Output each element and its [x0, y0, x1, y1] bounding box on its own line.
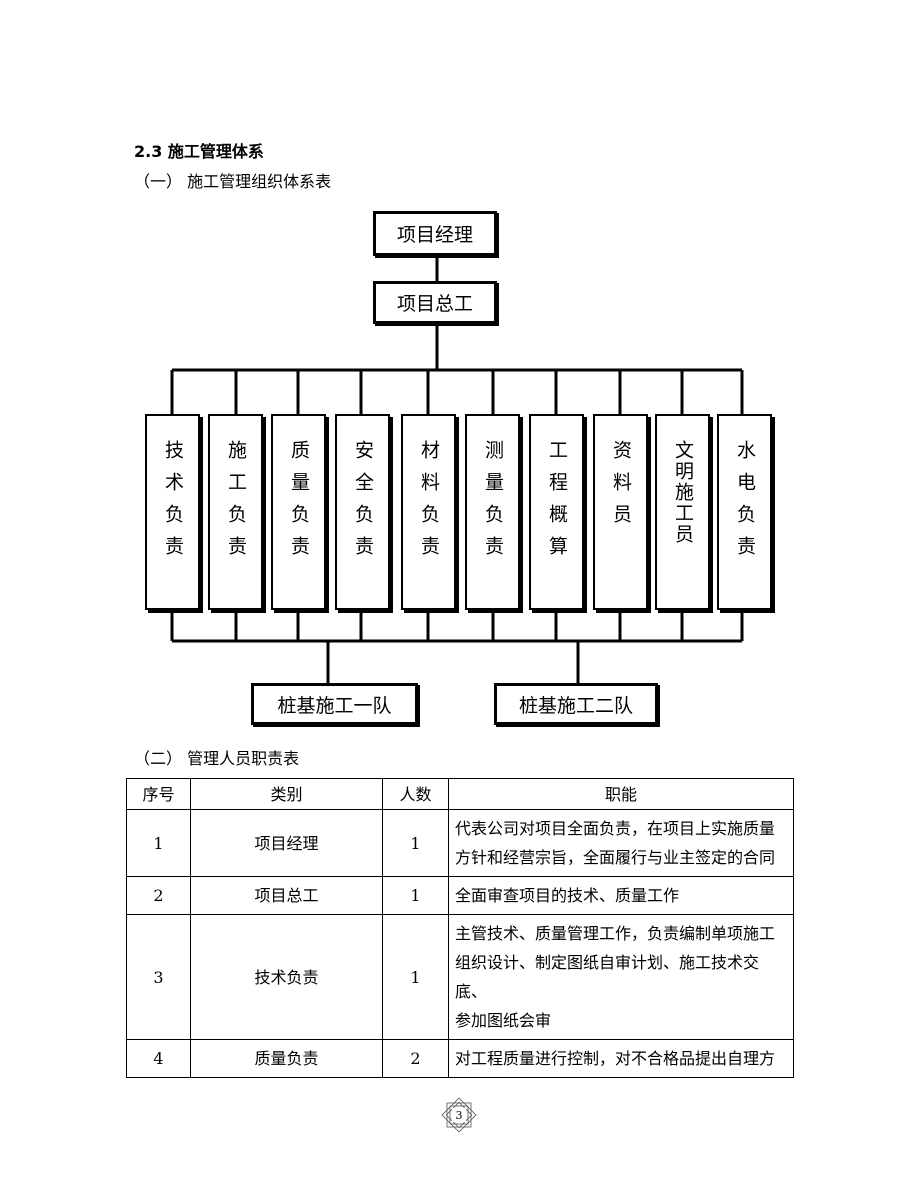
col-header-role: 类别: [190, 778, 383, 810]
col-header-no: 序号: [126, 778, 191, 810]
cell-duty: 代表公司对项目全面负责，在项目上实施质量 方针和经营宗旨，全面履行与业主签定的合…: [448, 809, 794, 877]
duty-line: 代表公司对项目全面负责，在项目上实施质量: [455, 819, 776, 838]
col-header-duty: 职能: [448, 778, 794, 810]
org-node-dept-label: 技术负责: [162, 440, 184, 568]
table-row: 4 质量负责 2 对工程质量进行控制，对不合格品提出自理方: [126, 1039, 794, 1078]
cell-count: 1: [382, 876, 449, 915]
duty-line: 组织设计、制定图纸自审计划、施工技术交底、: [455, 953, 760, 1001]
duty-line: 方针和经营宗旨，全面履行与业主签定的合同: [455, 848, 776, 867]
cell-count: 1: [382, 809, 449, 877]
cell-duty: 主管技术、质量管理工作，负责编制单项施工 组织设计、制定图纸自审计划、施工技术交…: [448, 914, 794, 1040]
cell-no: 1: [126, 809, 191, 877]
cell-role: 项目总工: [190, 876, 383, 915]
org-node-dept: 测量负责: [465, 414, 520, 610]
cell-count: 1: [382, 914, 449, 1040]
table-row: 3 技术负责 1 主管技术、质量管理工作，负责编制单项施工 组织设计、制定图纸自…: [126, 914, 794, 1040]
duty-line: 对工程质量进行控制，对不合格品提出自理方: [455, 1049, 776, 1068]
cell-role: 技术负责: [190, 914, 383, 1040]
cell-role: 质量负责: [190, 1039, 383, 1078]
org-node-dept-label: 工程概算: [546, 440, 568, 568]
cell-duty: 对工程质量进行控制，对不合格品提出自理方: [448, 1039, 794, 1078]
org-node-dept-label: 质量负责: [288, 440, 310, 568]
org-node-dept: 资料员: [593, 414, 648, 610]
org-node-dept-label: 资料员: [610, 440, 632, 536]
org-node-dept-label: 水电负责: [734, 440, 756, 568]
table-row: 2 项目总工 1 全面审查项目的技术、质量工作: [126, 876, 794, 915]
table-row: 1 项目经理 1 代表公司对项目全面负责，在项目上实施质量 方针和经营宗旨，全面…: [126, 809, 794, 877]
org-node-dept: 文明施工员: [655, 414, 710, 610]
org-node-dept: 施工负责: [208, 414, 263, 610]
org-node-dept: 安全负责: [335, 414, 390, 610]
org-node-dept: 工程概算: [529, 414, 584, 610]
org-node-project-manager: 项目经理: [373, 211, 497, 256]
org-node-chief-engineer: 项目总工: [373, 281, 497, 324]
page-number-badge: 3: [440, 1096, 478, 1134]
org-node-dept: 水电负责: [717, 414, 772, 610]
duty-table-subtitle: （二） 管理人员职责表: [134, 749, 300, 768]
duty-line: 主管技术、质量管理工作，负责编制单项施工: [455, 924, 776, 943]
cell-count: 2: [382, 1039, 449, 1078]
cell-no: 3: [126, 914, 191, 1040]
org-node-dept-label: 文明施工员: [672, 440, 694, 545]
org-node-dept: 技术负责: [145, 414, 200, 610]
cell-duty: 全面审查项目的技术、质量工作: [448, 876, 794, 915]
org-chart-subtitle: （一） 施工管理组织体系表: [134, 172, 332, 191]
ornament-icon: 3: [441, 1097, 477, 1133]
col-header-count: 人数: [382, 778, 449, 810]
duty-line: 全面审查项目的技术、质量工作: [455, 886, 680, 905]
org-node-dept: 质量负责: [271, 414, 326, 610]
table-header-row: 序号 类别 人数 职能: [126, 778, 794, 810]
cell-role: 项目经理: [190, 809, 383, 877]
section-title: 2.3 施工管理体系: [134, 142, 264, 161]
org-node-dept-label: 测量负责: [482, 440, 504, 568]
page-number: 3: [456, 1109, 463, 1122]
org-node-dept-label: 材料负责: [418, 440, 440, 568]
org-node-dept-label: 施工负责: [225, 440, 247, 568]
org-node-team: 桩基施工一队: [251, 683, 418, 725]
org-node-dept-label: 安全负责: [352, 440, 374, 568]
duty-table: 序号 类别 人数 职能 1 项目经理 1 代表公司对项目全面负责，在项目上实施质…: [126, 778, 794, 1078]
cell-no: 2: [126, 876, 191, 915]
org-node-team: 桩基施工二队: [494, 683, 658, 725]
org-node-dept: 材料负责: [401, 414, 456, 610]
duty-line: 参加图纸会审: [455, 1011, 552, 1030]
cell-no: 4: [126, 1039, 191, 1078]
